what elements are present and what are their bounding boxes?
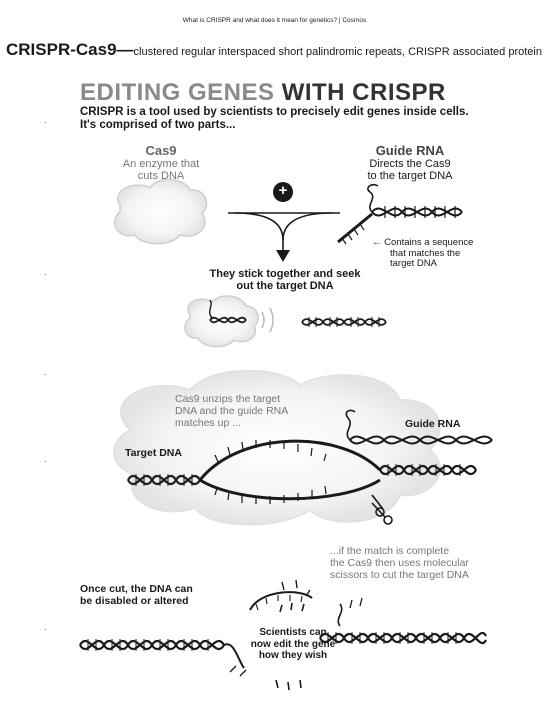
intro-line-2: It's comprised of two parts... [80,119,236,131]
guide-rna-match-label: Guide RNA [405,418,461,430]
match-line-2: the Cas9 then uses molecular [330,557,469,569]
margin-bullet: · [44,625,47,634]
guide-desc-1: Directs the Cas9 [369,158,451,170]
term-dash: — [116,40,134,59]
scientists-caption: Scientists can now edit the gene how the… [238,627,348,662]
unzip-line-1: Cas9 unzips the target [175,393,281,405]
unzip-caption: Cas9 unzips the target DNA and the guide… [175,393,288,429]
target-dna-unzipped [127,439,477,504]
margin-bullet: · [44,457,47,466]
title-part-1: EDITING GENES [80,79,275,106]
title-part-2: WITH CRISPR [281,79,446,106]
scientists-line-3: how they wish [258,650,328,661]
guide-rna-match [345,409,493,445]
term-definition: clustered regular interspaced short pali… [133,46,542,58]
margin-bullet: · [44,270,47,279]
together-line-2: out the target DNA [236,280,334,292]
unzip-line-2: DNA and the guide RNA [175,405,289,417]
together-caption: They stick together and seek out the tar… [195,268,375,292]
once-cut-caption: Once cut, the DNA can be disabled or alt… [80,583,193,607]
cut-dna [79,579,487,677]
sequence-note: ← Contains a sequence that matches the t… [372,237,474,270]
term-name: CRISPR-Cas9 [6,40,117,59]
sequence-note-2: that matches the [390,247,461,259]
target-dna-label: Target DNA [125,447,182,459]
cas9-enzyme-cloud [114,178,208,245]
guide-desc-2: to the target DNA [367,170,453,182]
match-line-1: ...if the match is complete [330,545,450,557]
cas9-desc-1: An enzyme that [122,158,200,170]
cas9-label: Cas9 An enzyme that cuts DNA [113,143,209,182]
target-dna-small [301,317,387,327]
match-caption: ...if the match is complete the Cas9 the… [330,545,469,581]
intro-text: CRISPR is a tool used by scientists to p… [80,106,520,132]
cas9-name: Cas9 [145,143,177,158]
guide-rna-helix [337,183,463,245]
infographic-title: EDITING GENES WITH CRISPR [80,79,446,107]
sequence-note-1: ← Contains a sequence [372,237,474,248]
plus-symbol: + [278,182,288,199]
term-heading: CRISPR-Cas9—clustered regular interspace… [6,40,542,60]
scientists-line-1: Scientists can [259,627,327,638]
scissors-icon [371,494,393,525]
margin-bullet: · [44,370,47,379]
cas9-guide-complex [184,295,274,348]
guide-name: Guide RNA [375,143,445,158]
sequence-note-3: target DNA [390,258,437,269]
unzip-line-3: matches up ... [175,417,241,429]
guide-rna-label: Guide RNA Directs the Cas9 to the target… [350,143,470,182]
margin-bullet: · [44,118,47,127]
combine-arrows [228,182,340,262]
cas9-desc-2: cuts DNA [137,170,185,182]
once-cut-line-2: be disabled or altered [80,595,189,607]
cut-marks [275,602,305,691]
source-header: What is CRISPR and what does it mean for… [182,17,367,24]
together-line-1: They stick together and seek [209,268,361,280]
once-cut-line-1: Once cut, the DNA can [80,583,193,595]
scientists-line-2: now edit the gene [250,638,336,650]
match-line-3: scissors to cut the target DNA [330,569,469,581]
intro-line-1: CRISPR is a tool used by scientists to p… [80,106,469,118]
